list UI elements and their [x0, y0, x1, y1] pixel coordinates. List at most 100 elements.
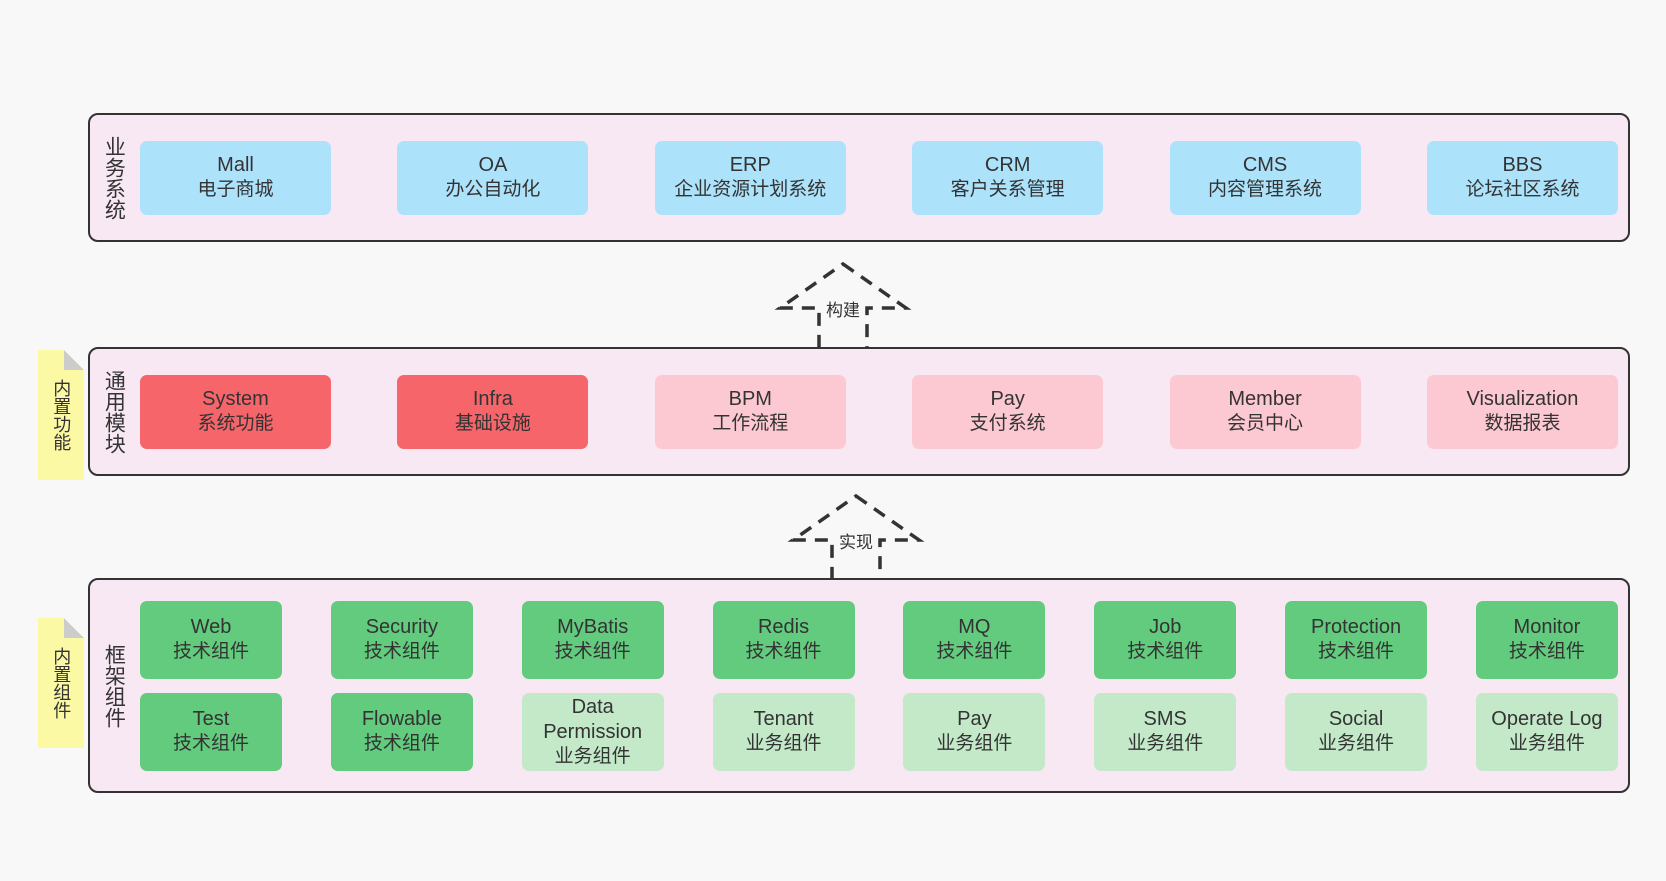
- card-pay-component-desc: 业务组件: [936, 733, 1013, 755]
- card-test-desc: 技术组件: [172, 733, 249, 755]
- framework-row-tech: Web 技术组件 Security 技术组件 MyBatis 技术组件 Redi…: [140, 600, 1618, 679]
- card-security[interactable]: Security 技术组件: [330, 600, 473, 679]
- layer-framework-component: 框架组件 Web 技术组件 Security 技术组件 MyBatis 技术组件…: [88, 578, 1630, 793]
- card-flowable-desc: 技术组件: [363, 733, 440, 755]
- layer-business-system: 业务系统 Mall 电子商城 OA 办公自动化 ERP 企业资源计划系统 CRM…: [88, 113, 1630, 242]
- card-job[interactable]: Job 技术组件: [1094, 600, 1237, 679]
- card-erp-desc: 企业资源计划系统: [674, 179, 827, 201]
- note-builtin-component-text: 内置组件: [51, 647, 72, 719]
- note-fold-icon: [64, 350, 84, 370]
- card-oa-name: OA: [478, 154, 508, 177]
- layer-common-module-title: 通用模块: [102, 369, 126, 454]
- card-operate-log-desc: 业务组件: [1508, 733, 1585, 755]
- card-flowable[interactable]: Flowable 技术组件: [330, 692, 473, 771]
- card-security-desc: 技术组件: [363, 641, 440, 663]
- card-pay-component-name: Pay: [957, 708, 992, 731]
- card-data-permission-desc: 业务组件: [554, 745, 631, 767]
- card-tenant[interactable]: Tenant 业务组件: [712, 692, 855, 771]
- card-monitor[interactable]: Monitor 技术组件: [1475, 600, 1618, 679]
- card-data-permission[interactable]: Data Permission 业务组件: [521, 692, 664, 771]
- card-redis[interactable]: Redis 技术组件: [712, 600, 855, 679]
- card-sms-desc: 业务组件: [1127, 733, 1204, 755]
- card-bpm-name: BPM: [728, 388, 772, 411]
- card-job-desc: 技术组件: [1127, 641, 1204, 663]
- card-cms-desc: 内容管理系统: [1208, 179, 1323, 201]
- card-social-name: Social: [1328, 708, 1384, 731]
- card-sms[interactable]: SMS 业务组件: [1094, 692, 1237, 771]
- card-monitor-name: Monitor: [1513, 616, 1581, 639]
- card-system-desc: 系统功能: [197, 413, 274, 435]
- note-fold-icon-2: [64, 618, 84, 638]
- layer-framework-component-body: Web 技术组件 Security 技术组件 MyBatis 技术组件 Redi…: [136, 580, 1628, 791]
- card-bbs-desc: 论坛社区系统: [1465, 179, 1580, 201]
- connector-build: 构建: [763, 258, 923, 358]
- card-pay-module-name: Pay: [990, 388, 1025, 411]
- note-builtin-component: 内置组件: [38, 618, 84, 748]
- card-system-name: System: [202, 388, 269, 411]
- card-test-name: Test: [192, 708, 230, 731]
- layer-common-module: 通用模块 System 系统功能 Infra 基础设施 BPM 工作流程 Pay…: [88, 347, 1630, 476]
- card-pay-module-desc: 支付系统: [969, 413, 1046, 435]
- card-pay-component[interactable]: Pay 业务组件: [903, 692, 1046, 771]
- card-mall-name: Mall: [217, 154, 254, 177]
- card-visualization[interactable]: Visualization 数据报表: [1426, 374, 1618, 449]
- card-monitor-desc: 技术组件: [1508, 641, 1585, 663]
- card-mq-desc: 技术组件: [936, 641, 1013, 663]
- card-infra-name: Infra: [472, 388, 513, 411]
- card-web[interactable]: Web 技术组件: [140, 600, 282, 679]
- card-erp-name: ERP: [729, 154, 771, 177]
- card-test[interactable]: Test 技术组件: [140, 692, 282, 771]
- card-tenant-name: Tenant: [753, 708, 814, 731]
- card-mq-name: MQ: [958, 616, 991, 639]
- card-social[interactable]: Social 业务组件: [1285, 692, 1428, 771]
- card-operate-log[interactable]: Operate Log 业务组件: [1475, 692, 1618, 771]
- layer-common-module-body: System 系统功能 Infra 基础设施 BPM 工作流程 Pay 支付系统…: [136, 349, 1628, 474]
- card-erp[interactable]: ERP 企业资源计划系统: [654, 140, 846, 215]
- layer-framework-component-title: 框架组件: [102, 643, 126, 728]
- card-pay-module[interactable]: Pay 支付系统: [912, 374, 1104, 449]
- card-mybatis-name: MyBatis: [557, 616, 629, 639]
- card-bbs[interactable]: BBS 论坛社区系统: [1426, 140, 1618, 215]
- card-flowable-name: Flowable: [361, 708, 442, 731]
- card-redis-desc: 技术组件: [745, 641, 822, 663]
- card-oa-desc: 办公自动化: [445, 179, 541, 201]
- connector-build-label: 构建: [826, 301, 860, 320]
- card-visualization-desc: 数据报表: [1484, 413, 1561, 435]
- card-cms[interactable]: CMS 内容管理系统: [1169, 140, 1361, 215]
- card-bpm-desc: 工作流程: [712, 413, 789, 435]
- card-infra[interactable]: Infra 基础设施: [397, 374, 589, 449]
- connector-implement: 实现: [776, 490, 936, 590]
- card-member-desc: 会员中心: [1227, 413, 1304, 435]
- card-data-permission-name: Data Permission: [543, 695, 643, 743]
- card-redis-name: Redis: [757, 616, 810, 639]
- card-mall[interactable]: Mall 电子商城: [140, 140, 331, 215]
- card-mybatis[interactable]: MyBatis 技术组件: [521, 600, 664, 679]
- card-web-desc: 技术组件: [172, 641, 249, 663]
- framework-row-biz: Test 技术组件 Flowable 技术组件 Data Permission …: [140, 692, 1618, 771]
- card-tenant-desc: 业务组件: [745, 733, 822, 755]
- card-bbs-name: BBS: [1502, 154, 1543, 177]
- layer-business-system-body: Mall 电子商城 OA 办公自动化 ERP 企业资源计划系统 CRM 客户关系…: [136, 115, 1628, 240]
- card-operate-log-name: Operate Log: [1491, 708, 1603, 731]
- card-protection[interactable]: Protection 技术组件: [1285, 600, 1428, 679]
- card-crm[interactable]: CRM 客户关系管理: [912, 140, 1104, 215]
- card-oa[interactable]: OA 办公自动化: [397, 140, 589, 215]
- card-job-name: Job: [1149, 616, 1182, 639]
- card-system[interactable]: System 系统功能: [140, 374, 331, 449]
- card-protection-name: Protection: [1311, 616, 1402, 639]
- connector-implement-label: 实现: [839, 533, 873, 552]
- card-visualization-name: Visualization: [1466, 388, 1579, 411]
- card-mybatis-desc: 技术组件: [554, 641, 631, 663]
- card-security-name: Security: [365, 616, 438, 639]
- card-member[interactable]: Member 会员中心: [1169, 374, 1361, 449]
- card-infra-desc: 基础设施: [454, 413, 531, 435]
- card-protection-desc: 技术组件: [1318, 641, 1395, 663]
- layer-business-system-title: 业务系统: [102, 135, 126, 220]
- card-sms-name: SMS: [1143, 708, 1187, 731]
- note-builtin-function-text: 内置功能: [51, 379, 72, 451]
- card-web-name: Web: [190, 616, 232, 639]
- card-mall-desc: 电子商城: [197, 179, 274, 201]
- card-crm-name: CRM: [984, 154, 1031, 177]
- card-mq[interactable]: MQ 技术组件: [903, 600, 1046, 679]
- card-bpm[interactable]: BPM 工作流程: [654, 374, 846, 449]
